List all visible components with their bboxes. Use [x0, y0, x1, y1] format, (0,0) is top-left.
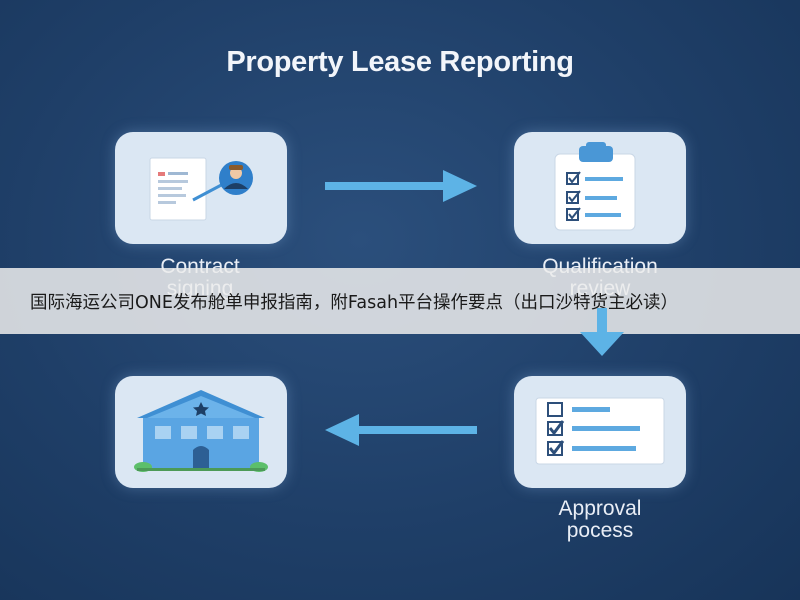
- arrow-left-icon: [325, 414, 477, 446]
- approval-checklist-icon: [535, 397, 665, 465]
- qualification-review-card: [514, 132, 686, 244]
- house-icon: [134, 390, 268, 472]
- banner-text: 国际海运公司ONE发布舱单申报指南，附Fasah平台操作要点（出口沙特货主必读）: [30, 293, 679, 313]
- approval-process-label: Approval pocess: [558, 497, 642, 542]
- step-label-approval-process: Approval pocess: [500, 498, 700, 542]
- diagram-title: Property Lease Reporting: [226, 46, 574, 78]
- approval-process-card: [514, 376, 686, 488]
- contract-signing-card: [115, 132, 287, 244]
- contract-signing-icon: [149, 157, 253, 221]
- checklist-clipboard-icon: [554, 142, 636, 231]
- arrow-right-icon: [325, 170, 477, 202]
- banner-overlay: 国际海运公司ONE发布舱单申报指南，附Fasah平台操作要点（出口沙特货主必读）: [0, 268, 800, 334]
- property-card: [115, 376, 287, 488]
- arrow-down-icon: [580, 308, 624, 356]
